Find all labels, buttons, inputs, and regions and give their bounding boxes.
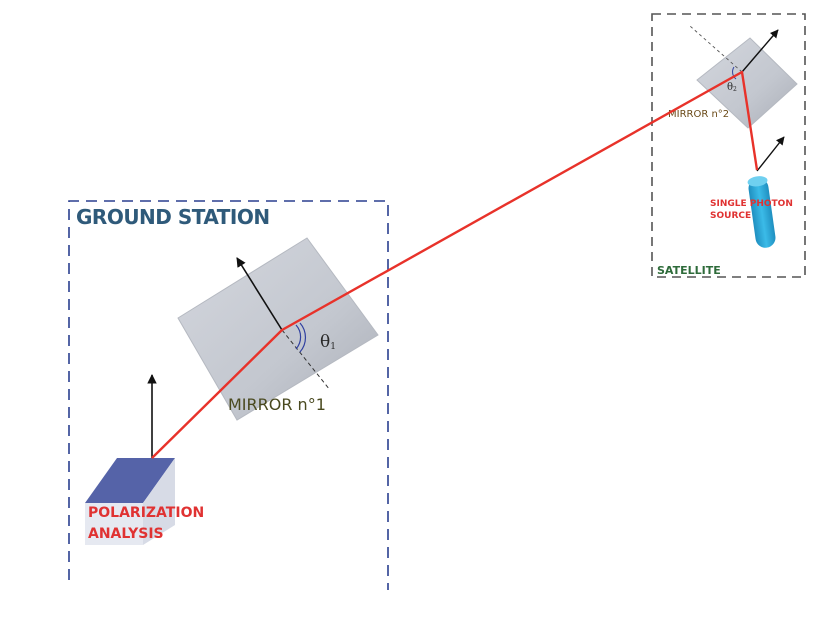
satellite-title: SATELLITE [657,264,721,277]
single-photon-source: SINGLE PHOTON SOURCE [710,136,793,248]
mirror-1-normal-arrow [236,257,283,331]
analysis-label-line1: POLARIZATION [88,505,204,521]
theta-1-symbol: θ [320,332,330,352]
mirror-1-angle-arc [295,324,302,350]
mirror-2-angle-arc [732,66,737,80]
mirror-1-normal-dashed [281,329,331,391]
svg-text:θ2: θ2 [727,82,737,93]
photon-source-polarization-arrow [756,136,785,172]
satellite-box: SATELLITE [651,13,806,278]
mirror-2: θ2 MIRROR n°2 [668,25,798,129]
photon-beam-path [151,70,759,459]
ground-station-border [68,200,389,590]
mirror-2-normal-arrow [741,29,779,73]
photon-source-body [748,178,776,248]
analysis-label-line2: ANALYSIS [88,526,164,542]
mirror-1: θ1 MIRROR n°1 [177,237,379,421]
polarization-analyzer: POLARIZATION ANALYSIS [85,374,204,545]
analyzer-front-face [85,503,143,545]
theta-1-subscript: 1 [330,342,336,352]
mirror-1-plate [177,237,379,421]
photon-source-cap [747,176,768,187]
source-label-line2: SOURCE [710,211,751,221]
satellite-border [651,13,806,278]
theta-2-symbol: θ [727,82,733,93]
mirror-1-angle-arc-outer [299,322,306,353]
svg-text:θ1: θ1 [320,332,336,352]
analyzer-top-face [85,458,175,503]
mirror-2-plate [696,37,798,129]
theta-2-subscript: 2 [733,86,737,93]
analyzer-side-face [143,458,175,545]
ground-station-box: GROUND STATION [68,200,389,590]
source-label-line1: SINGLE PHOTON [710,199,793,209]
ground-station-title: GROUND STATION [76,205,270,229]
mirror-1-label: MIRROR n°1 [228,395,326,414]
mirror-2-label: MIRROR n°2 [668,109,729,120]
